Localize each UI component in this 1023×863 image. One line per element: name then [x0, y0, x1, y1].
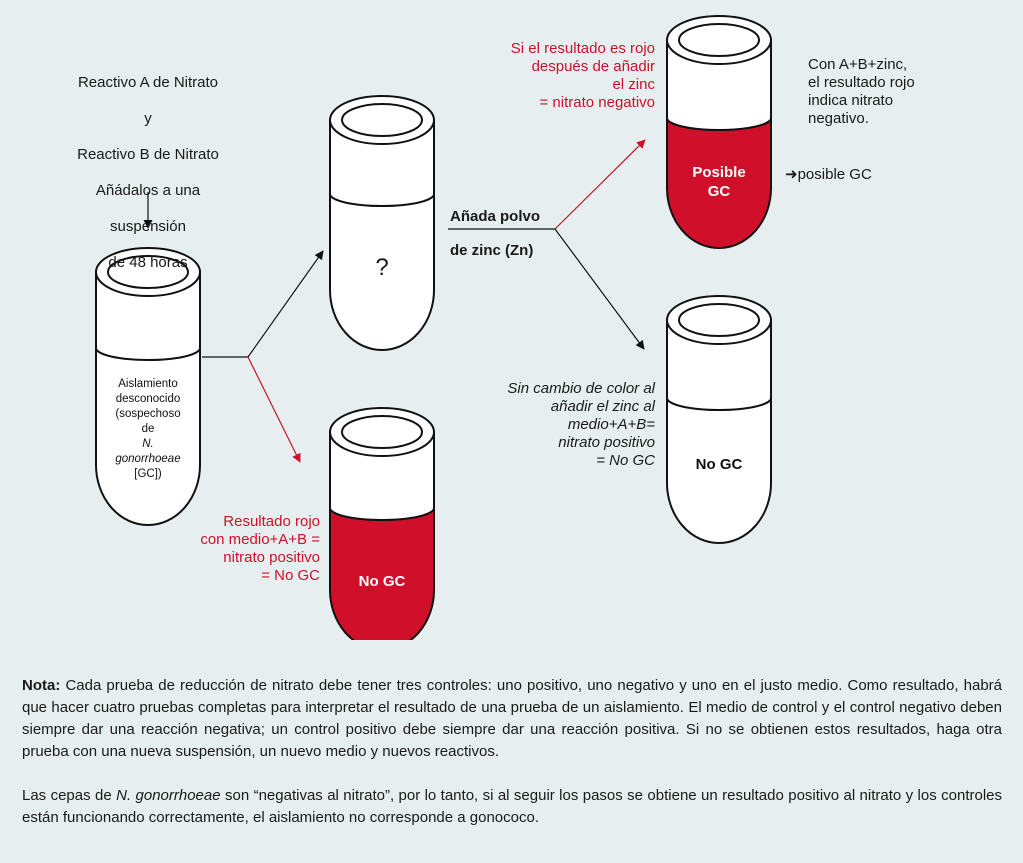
- reagent-b: Reactivo B de Nitrato: [77, 146, 219, 163]
- right-arrow-icon: ➜: [785, 166, 798, 183]
- isolate-line-6: gonorrhoeae: [115, 453, 181, 465]
- note-label: Nota:: [22, 677, 61, 694]
- strains-text-a: Las cepas de: [22, 787, 117, 804]
- zinc-step-line-1: Añada polvo: [450, 208, 541, 225]
- unknown-tube-question: ?: [375, 254, 389, 281]
- notes-section: Nota: Cada prueba de reducción de nitrat…: [22, 675, 1002, 851]
- arrow-to-red-no-gc: [247, 356, 301, 463]
- possible-gc-line-1: Posible: [692, 164, 746, 181]
- note-text: Cada prueba de reducción de nitrato debe…: [22, 677, 1002, 760]
- diagram-graphics: [95, 15, 772, 640]
- possible-gc-tube: [666, 15, 772, 249]
- reagent-suspension: suspensión: [110, 218, 186, 235]
- reagent-a: Reactivo A de Nitrato: [77, 74, 219, 91]
- nitrate-test-diagram: Reactivo A de Nitrato y Reactivo B de Ni…: [48, 15, 1015, 640]
- reagent-and: y: [144, 110, 152, 127]
- red-after-zinc-caption: Si el resultado es rojo después de añadi…: [510, 40, 655, 111]
- red-no-gc-caption: Resultado rojo con medio+A+B = nitrato p…: [200, 513, 320, 584]
- possible-gc-line-2: GC: [707, 183, 731, 200]
- isolate-line-1: Aislamiento: [118, 378, 178, 390]
- strains-paragraph: Las cepas de N. gonorrhoeae son “negativ…: [22, 785, 1002, 829]
- with-zinc-note: Con A+B+zinc, el resultado rojo indica n…: [808, 56, 915, 127]
- isolate-line-3: (sospechoso: [115, 408, 181, 420]
- isolate-tube: [95, 247, 201, 526]
- red-no-gc-tube: [329, 407, 435, 640]
- possible-gc-tube-label: Posible GC: [667, 163, 771, 201]
- strains-species: N. gonorrhoeae: [116, 787, 221, 804]
- zinc-step-line-2: de zinc (Zn): [450, 242, 534, 259]
- reagents-text: Reactivo A de Nitrato y Reactivo B de Ni…: [48, 56, 248, 290]
- isolate-line-7: [GC]): [134, 468, 162, 480]
- isolate-line-4: de: [141, 423, 155, 435]
- isolate-line-2: desconocido: [115, 393, 181, 405]
- note-paragraph: Nota: Cada prueba de reducción de nitrat…: [22, 675, 1002, 763]
- no-change-tube-label: No GC: [695, 456, 743, 473]
- with-zinc-result: posible GC: [797, 166, 872, 183]
- no-change-caption: Sin cambio de color al añadir el zinc al…: [507, 380, 655, 469]
- arrow-to-no-change: [554, 228, 645, 350]
- reagent-add: Añádalos a una: [95, 182, 201, 199]
- strains-text-b: son “negativas al nitrato”, por lo tanto…: [22, 787, 1002, 826]
- red-no-gc-tube-label: No GC: [358, 573, 406, 590]
- arrow-to-possible-gc: [554, 139, 646, 230]
- arrow-to-unknown: [247, 250, 324, 358]
- unknown-tube: [329, 95, 435, 351]
- isolate-tube-label: Aislamiento desconocido (sospechoso de N…: [96, 377, 200, 482]
- isolate-line-5: N.: [142, 438, 154, 450]
- no-change-tube: [666, 295, 772, 544]
- with-zinc-result-row: ➜posible GC: [785, 148, 1015, 184]
- reagent-hours: de 48 horas: [108, 254, 188, 271]
